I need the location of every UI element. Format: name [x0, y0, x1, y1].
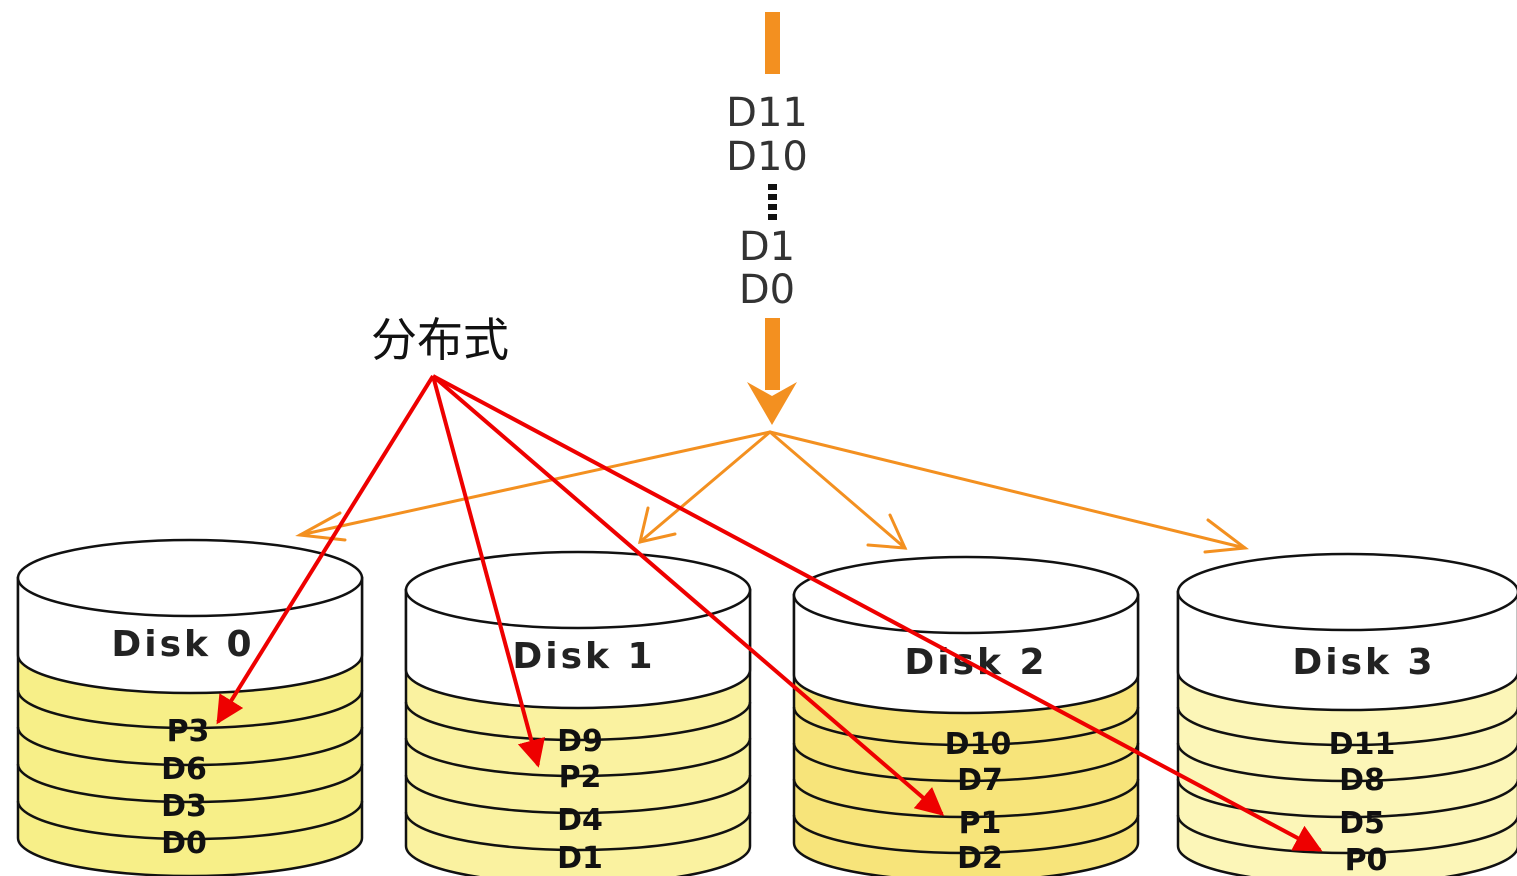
disk-2-stripe: [792, 814, 1140, 855]
disk-3-block-4: P0: [1345, 843, 1388, 876]
disk-1-stripe: [404, 811, 752, 852]
disk-2-label: Disk 2: [904, 642, 1047, 683]
disk-3: Disk 3 D11 D8 D5 P0: [1176, 552, 1517, 876]
disk-1-block-1: D9: [557, 724, 603, 759]
disk-0-stripe: [16, 726, 364, 767]
stream-label-d0: D0: [739, 267, 795, 313]
disk-0-top: [16, 538, 364, 618]
callout-label: 分布式: [371, 313, 509, 367]
distribution-arrows: [295, 430, 1249, 554]
disk-0-block-1: P3: [167, 714, 210, 749]
stream-bottom-bar: [765, 318, 780, 390]
disk-1: Disk 1 D9 P2 D4 D1: [404, 550, 752, 876]
disk-0-stripe: [16, 689, 364, 730]
fan-arrow-disk-0: [295, 430, 772, 542]
disk-3-stripe: [1176, 706, 1517, 747]
disk-1-stripe: [404, 774, 752, 815]
disk-2-block-1: D10: [945, 727, 1012, 762]
disk-2: Disk 2 D10 D7 P1 D2: [792, 555, 1140, 876]
disk-1-block-3: D4: [557, 803, 603, 838]
stream-label-d11: D11: [726, 90, 808, 136]
stream-ellipsis: [768, 184, 777, 220]
disk-0-stripe: [16, 763, 364, 804]
fan-arrow-disk-3: [768, 430, 1249, 554]
disk-3-label: Disk 3: [1292, 642, 1435, 683]
fan-arrow-disk-1: [637, 430, 772, 544]
disk-2-stripe: [792, 742, 1140, 783]
disk-1-stripe: [404, 701, 752, 742]
disk-2-block-4: D2: [957, 841, 1003, 876]
disk-3-block-2: D8: [1339, 763, 1385, 798]
disk-1-block-2: P2: [559, 760, 602, 795]
parity-callout-arrows: [216, 374, 1323, 852]
callout-arrow-p1: [431, 374, 945, 816]
stream-label-d1: D1: [739, 224, 795, 270]
disk-0-block-2: D6: [161, 752, 207, 787]
disk-3-stripe: [1176, 742, 1517, 783]
disk-0-block-3: D3: [161, 789, 207, 824]
fan-arrow-disk-2: [768, 430, 908, 550]
disk-0: Disk 0 P3 D6 D3 D0: [16, 538, 364, 876]
disk-2-block-2: D7: [957, 763, 1003, 798]
disk-2-stripe: [792, 706, 1140, 747]
disk-0-block-4: D0: [161, 826, 207, 861]
callout-arrow-p3: [216, 374, 435, 725]
stream-label-d10: D10: [726, 134, 808, 180]
disk-0-stripe: [16, 800, 364, 841]
disk-1-label: Disk 1: [512, 636, 655, 677]
disk-1-stripe: [404, 737, 752, 778]
stream-arrowhead: [747, 382, 797, 425]
disk-3-stripe: [1176, 814, 1517, 855]
disk-1-block-4: D1: [557, 841, 603, 876]
disk-2-stripe: [792, 778, 1140, 819]
disk-3-block-1: D11: [1329, 727, 1396, 762]
disk-3-top: [1176, 552, 1517, 632]
disk-2-block-3: P1: [959, 806, 1002, 841]
disk-0-label: Disk 0: [111, 624, 254, 665]
disk-3-stripe: [1176, 778, 1517, 819]
disk-1-top: [404, 550, 752, 630]
callout-arrow-p0: [432, 374, 1323, 852]
data-stream: D11 D10 D1 D0: [726, 12, 808, 425]
stream-top-bar: [765, 12, 780, 74]
disk-3-block-3: D5: [1339, 806, 1385, 841]
callout-arrow-p2: [431, 375, 545, 768]
